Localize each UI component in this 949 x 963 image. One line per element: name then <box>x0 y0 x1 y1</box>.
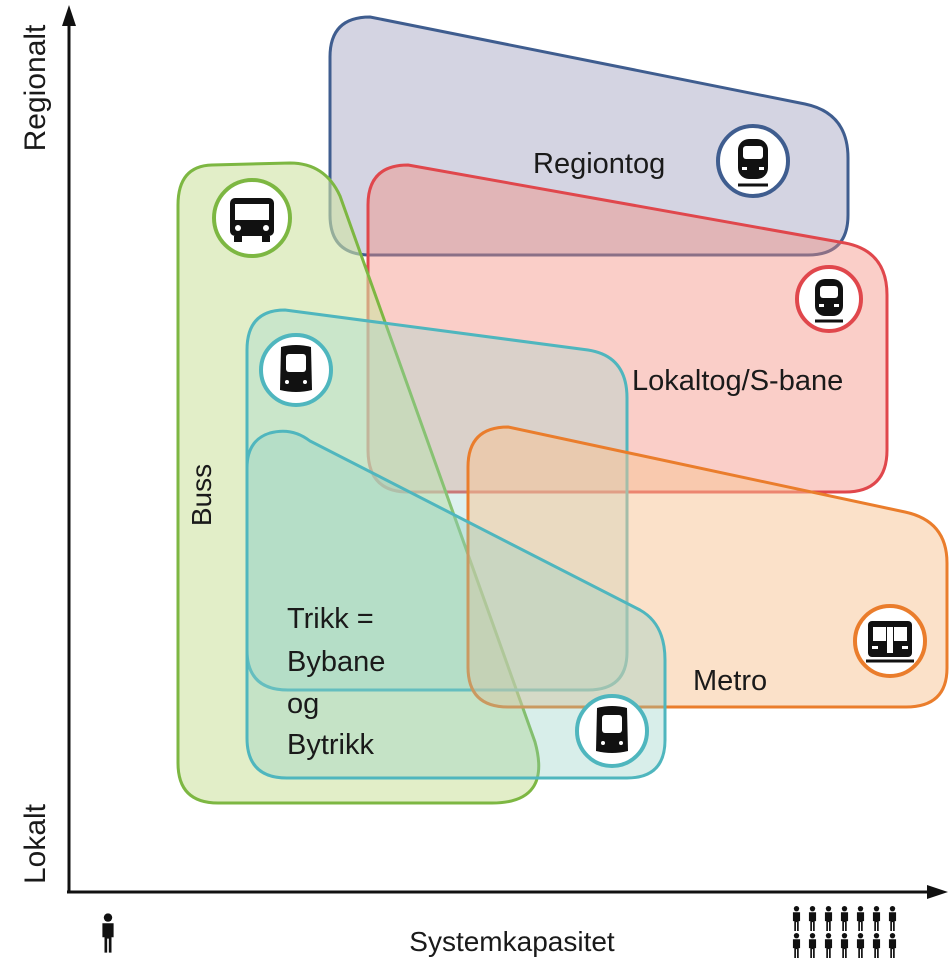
bus-icon <box>212 178 292 258</box>
bytrikk-label-line: og <box>287 688 319 720</box>
bytrikk-label-line: Bytrikk <box>287 729 375 761</box>
bytrikk-label-line: Trikk = <box>287 603 374 635</box>
x-axis <box>67 885 948 899</box>
regional-train-icon <box>716 124 790 198</box>
x-axis-label: Systemkapasitet <box>409 926 615 957</box>
metro-label: Metro <box>693 665 767 697</box>
region-lokaltog <box>366 163 889 494</box>
single-person-icon <box>102 913 114 953</box>
tram-icon <box>575 694 649 768</box>
buss-label: Buss <box>186 464 217 526</box>
y-axis-bottom-label: Lokalt <box>19 803 52 884</box>
bytrikk-label: Trikk = Bybane og Bytrikk <box>287 603 385 761</box>
region-metro <box>466 425 949 709</box>
lokaltog-label: Lokaltog/S-bane <box>632 365 843 397</box>
local-train-icon <box>795 265 863 333</box>
bybane-icon <box>259 333 333 407</box>
crowd-icon <box>792 906 897 958</box>
y-axis-top-label: Regionalt <box>19 24 52 151</box>
region-regiontog <box>328 15 850 257</box>
region-buss <box>176 161 541 805</box>
bytrikk-label-line: Bybane <box>287 646 385 678</box>
regiontog-label: Regiontog <box>533 148 665 180</box>
y-axis <box>62 5 76 892</box>
metro-icon <box>853 604 927 678</box>
region-bytrikk <box>245 429 667 780</box>
